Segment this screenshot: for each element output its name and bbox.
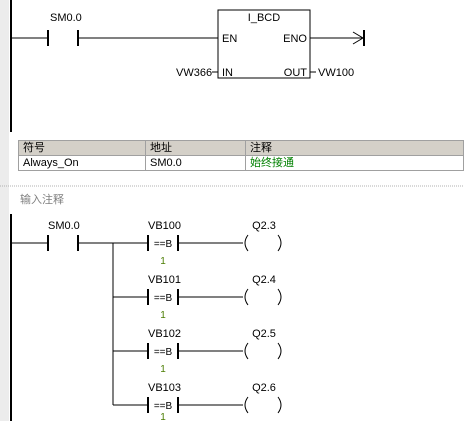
compare-operand-1[interactable]: VB102 [148,328,181,340]
network-2: SM0.0 ==B VB100 1 Q2.3 [10,214,282,421]
column-header-symbol: 符号 [18,140,146,156]
coil-right-paren [277,396,282,414]
normally-open-contact[interactable]: SM0.0 [47,220,80,251]
eno-pin-label: ENO [283,33,307,45]
coil-left-paren [244,396,249,414]
coil-operand[interactable]: Q2.4 [252,274,276,286]
column-header-address: 地址 [145,140,246,156]
left-gutter [0,0,9,421]
in-operand[interactable]: VW366 [176,67,212,79]
symbol-table-header: 符号 地址 注释 [18,140,464,156]
rung-branch: ==B VB101 1 Q2.4 [113,274,282,321]
output-coil[interactable]: Q2.4 [244,274,282,306]
coil-operand[interactable]: Q2.3 [252,220,276,232]
coil-operand[interactable]: Q2.6 [252,382,276,394]
rung-branch: ==B VB102 1 Q2.5 [113,328,282,375]
coil-right-paren [277,342,282,360]
network-comment[interactable]: 输入注释 [20,194,64,206]
compare-operand-2[interactable]: 1 [160,256,166,267]
box-title: I_BCD [248,12,280,24]
compare-operand-1[interactable]: VB103 [148,382,181,394]
i-bcd-box[interactable]: I_BCD EN ENO IN OUT [217,9,311,79]
rung-branch: ==B VB103 1 Q2.6 [113,382,282,421]
symbol-table: 符号 地址 注释 Always_On SM0.0 始终接通 [18,140,464,171]
coil-right-paren [277,234,282,252]
compare-operand-1[interactable]: VB100 [148,220,181,232]
out-operand[interactable]: VW100 [318,67,354,79]
compare-contact[interactable]: ==B VB100 1 [147,220,181,267]
coil-left-paren [244,234,249,252]
compare-contact[interactable]: ==B VB102 1 [147,328,181,375]
network-1: SM0.0 I_BCD EN ENO IN OUT VW366 VW100 [10,0,365,132]
in-pin-label: IN [222,67,233,79]
contact-operand[interactable]: SM0.0 [50,12,82,24]
compare-operator: ==B [154,239,173,250]
compare-operator: ==B [154,401,173,412]
box-frame [217,9,311,79]
compare-contact[interactable]: ==B VB103 1 [147,382,181,421]
coil-left-paren [244,342,249,360]
coil-right-paren [277,288,282,306]
compare-operator: ==B [154,293,173,304]
output-coil[interactable]: Q2.5 [244,328,282,360]
coil-left-paren [244,288,249,306]
rung-branch: ==B VB100 1 Q2.3 [147,220,282,267]
compare-operand-2[interactable]: 1 [160,310,166,321]
compare-contact[interactable]: ==B VB101 1 [147,274,181,321]
symbol-cell: Always_On [18,155,146,171]
comment-cell: 始终接通 [245,155,464,171]
table-row: Always_On SM0.0 始终接通 [18,155,464,171]
en-pin-label: EN [222,33,237,45]
normally-open-contact[interactable]: SM0.0 [47,12,82,46]
compare-operand-1[interactable]: VB101 [148,274,181,286]
compare-operator: ==B [154,347,173,358]
coil-operand[interactable]: Q2.5 [252,328,276,340]
contact-operand[interactable]: SM0.0 [48,220,80,232]
output-coil[interactable]: Q2.3 [244,220,282,252]
column-header-comment: 注释 [245,140,464,156]
compare-operand-2[interactable]: 1 [160,364,166,375]
address-cell: SM0.0 [145,155,246,171]
compare-operand-2[interactable]: 1 [160,412,166,421]
out-pin-label: OUT [284,67,308,79]
output-coil[interactable]: Q2.6 [244,382,282,414]
